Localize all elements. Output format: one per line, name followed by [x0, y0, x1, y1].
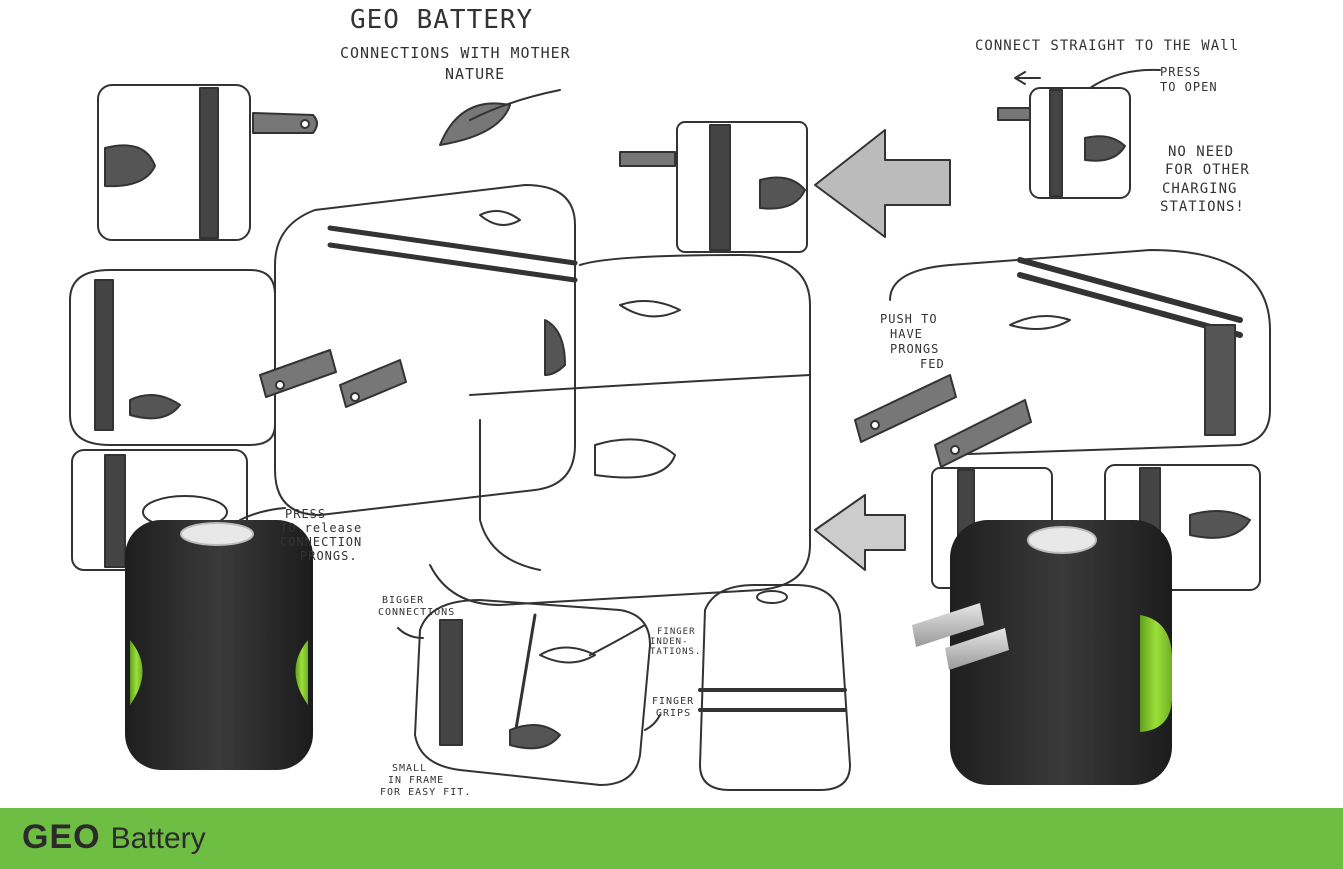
sketch-cube-side-topleft: [97, 84, 318, 241]
note-no-need-2: FOR OTHER: [1165, 162, 1250, 178]
brand-light: Battery: [110, 822, 206, 855]
arrow-left-small-icon: [814, 494, 906, 571]
sketch-subtitle-line1: CONNECTIONS WITH MOTHER: [340, 44, 571, 62]
note-small-3: FOR EASY FIT.: [380, 787, 472, 798]
sketch-cube-right-large: [854, 249, 1271, 468]
note-finger-grips-1: FINGER: [652, 696, 695, 707]
footer-brand: GEO Battery: [22, 818, 206, 857]
note-finger-grips-2: GRIPS: [656, 708, 692, 719]
sketch-title: GEO BATTERY: [350, 5, 534, 35]
note-no-need-4: STATIONS!: [1160, 199, 1245, 215]
sketch-cube-side-topmiddle: [619, 121, 808, 253]
note-small-2: IN FRAME: [388, 775, 445, 786]
note-small-1: SMALL: [392, 763, 428, 774]
note-finger-ind-1: FINGER: [657, 627, 696, 637]
note-no-need-1: NO NEED: [1168, 144, 1235, 160]
note-connect-wall: CONNECT STRAIGHT TO THE WAll: [975, 38, 1240, 54]
sketch-cube-side-topright: [997, 68, 1161, 199]
note-press-open-1: PRESS: [1160, 65, 1202, 79]
sketch-cube-center-back: [429, 254, 811, 606]
note-push-2: HAVE: [890, 327, 923, 341]
sketch-subtitle-line2: NATURE: [445, 65, 506, 83]
note-press-release-2: TO release: [280, 521, 363, 535]
leaf-icon: [439, 89, 561, 146]
footer-banner: GEO Battery: [0, 808, 1343, 869]
note-push-1: PUSH TO: [880, 312, 938, 326]
sketch-drawing: [69, 68, 1271, 791]
note-finger-ind-2: INDEN-: [650, 637, 689, 647]
note-press-release-3: CONNECTION: [280, 535, 363, 549]
note-no-need-3: CHARGING: [1162, 181, 1238, 197]
brand-bold: GEO: [22, 818, 101, 856]
note-bigger-1: BIGGER: [382, 595, 425, 606]
arrow-left-icon: [814, 129, 951, 238]
note-press-release-4: PRONGS.: [300, 549, 358, 563]
note-bigger-2: CONNECTIONS: [378, 607, 456, 618]
note-push-3: PRONGS: [890, 342, 940, 356]
sketch-cube-left-middle: [69, 269, 276, 446]
sketch-cube-bottom-tall: [698, 584, 851, 791]
note-push-4: FED: [920, 357, 945, 371]
sketch-canvas: GEO BATTERY CONNECTIONS WITH MOTHER NATU…: [69, 5, 1271, 798]
sketch-cube-bottom-center: [414, 599, 651, 786]
device-render-left: [125, 520, 313, 770]
device-render-right: [912, 520, 1172, 785]
sketch-cube-center-front: [259, 184, 578, 516]
note-press-release-1: PRESS: [285, 507, 327, 521]
note-finger-ind-3: TATIONS.: [650, 647, 702, 657]
note-press-open-2: TO OPEN: [1160, 80, 1218, 94]
